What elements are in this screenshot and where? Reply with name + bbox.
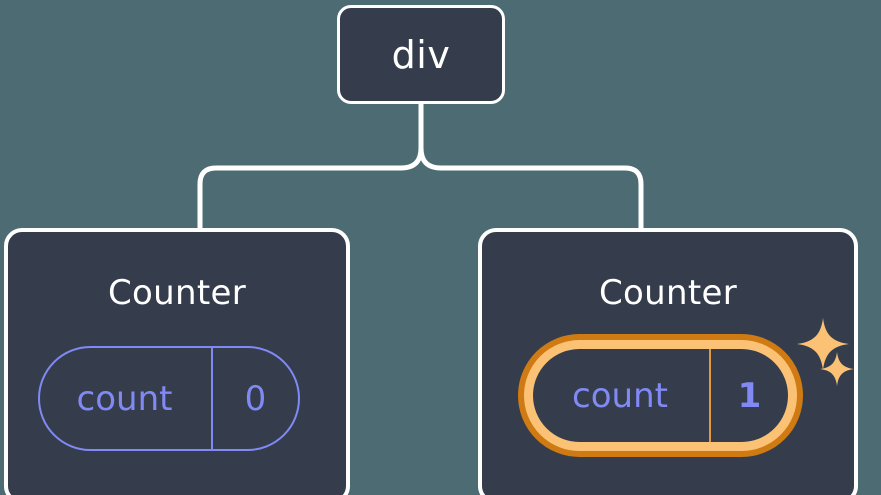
sparkle-large-icon	[797, 318, 849, 370]
state-pill-count-right[interactable]: count 1	[533, 349, 788, 442]
node-div-root[interactable]: div	[337, 5, 505, 104]
state-pill-count-left[interactable]: count 0	[38, 346, 300, 451]
counter-right-title: Counter	[599, 273, 737, 313]
state-value-label: 0	[244, 378, 267, 419]
highlight-ring-outer	[518, 334, 803, 457]
counter-left-title: Counter	[108, 273, 246, 313]
state-pill-count-right-highlight[interactable]: count 1	[518, 334, 803, 457]
node-counter-right[interactable]: Counter	[478, 228, 858, 495]
state-key-label: count	[40, 348, 213, 449]
state-value-label: 1	[737, 375, 762, 416]
node-div-label: div	[391, 32, 451, 77]
highlight-ring-inner	[524, 340, 797, 451]
edge-root-to-counter-left	[197, 101, 424, 231]
sparkle-small-icon	[820, 352, 854, 386]
edge-root-to-counter-right	[418, 101, 644, 231]
state-key-label: count	[533, 349, 711, 442]
